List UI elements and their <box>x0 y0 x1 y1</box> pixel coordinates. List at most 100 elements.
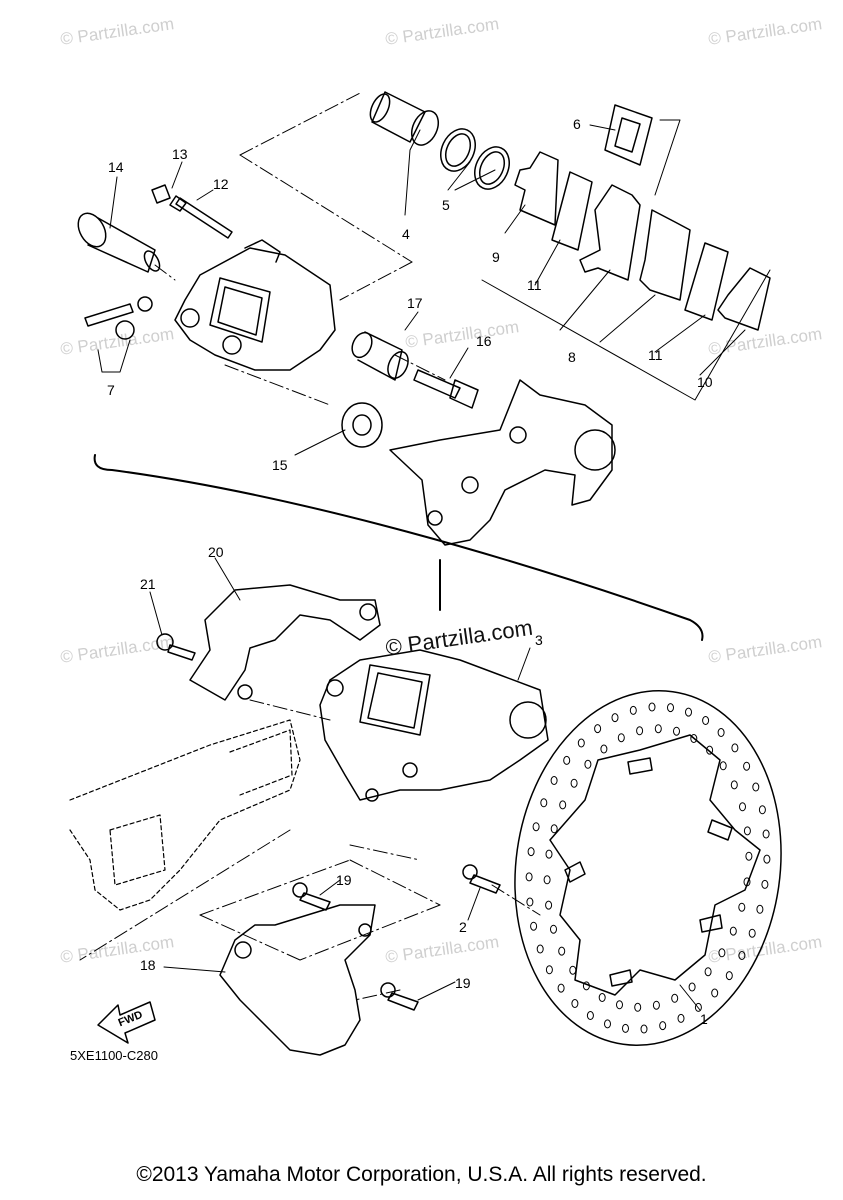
bleed-screw-part-7 <box>84 296 153 340</box>
piston-part-4 <box>369 91 440 146</box>
disc-hole <box>569 965 577 975</box>
disc-hole <box>652 1000 660 1010</box>
disc-hole <box>725 971 733 981</box>
disc-hole <box>550 924 557 934</box>
callout-2[interactable]: 2 <box>459 919 467 935</box>
callout-3[interactable]: 3 <box>535 632 543 648</box>
bolt-part-19-upper <box>292 882 331 911</box>
disc-hole <box>545 849 553 859</box>
disc-hole <box>550 824 558 834</box>
assembly-bracket <box>93 454 704 641</box>
disc-hole <box>584 759 592 769</box>
disc-hole <box>685 707 692 717</box>
disc-hole <box>677 1013 685 1023</box>
pin-part-12 <box>169 195 233 239</box>
callout-7[interactable]: 7 <box>107 382 115 398</box>
callout-18[interactable]: 18 <box>140 957 156 973</box>
disc-hole <box>545 900 553 910</box>
disc-hole <box>622 1023 629 1033</box>
disc-hole <box>743 761 751 771</box>
disc-hole <box>738 902 746 912</box>
guide-lines <box>79 91 541 1001</box>
callout-11b[interactable]: 11 <box>648 347 663 363</box>
bolt-part-19-lower <box>380 982 419 1011</box>
disc-hole <box>763 854 771 864</box>
disc-hole <box>634 1002 642 1012</box>
disc-hole <box>719 761 727 771</box>
callout-5[interactable]: 5 <box>442 197 450 213</box>
disc-hole <box>540 798 548 808</box>
bushing-part-17 <box>351 331 409 381</box>
callout-1[interactable]: 1 <box>700 1011 708 1027</box>
callout-16[interactable]: 16 <box>476 333 492 349</box>
disc-hole <box>717 728 725 737</box>
caliper-bracket-upper <box>389 379 616 546</box>
disc-hole <box>526 897 534 907</box>
callout-20[interactable]: 20 <box>208 544 224 560</box>
callout-15[interactable]: 15 <box>272 457 288 473</box>
disc-hole <box>586 1011 594 1020</box>
pad-spring-part-6 <box>604 104 653 166</box>
disc-hole <box>748 928 756 938</box>
callout-4[interactable]: 4 <box>402 226 410 242</box>
disc-hole <box>756 904 764 914</box>
disc-hole <box>730 780 738 790</box>
plug-part-13 <box>151 184 171 204</box>
disc-hole <box>536 944 544 954</box>
callout-9[interactable]: 9 <box>492 249 500 265</box>
disc-hole <box>758 805 766 815</box>
callout-6[interactable]: 6 <box>573 116 581 132</box>
disc-hole <box>550 776 558 785</box>
disc-hole <box>543 875 551 885</box>
disc-hole <box>718 948 726 958</box>
disc-hole <box>558 946 566 956</box>
swingarm-outline <box>69 719 301 911</box>
caliper-bracket-part-20 <box>189 584 381 701</box>
caliper-guard-part-18 <box>219 904 376 1056</box>
copyright-text: ©2013 Yamaha Motor Corporation, U.S.A. A… <box>136 1163 707 1186</box>
disc-hole <box>545 965 553 975</box>
disc-hole <box>654 724 662 734</box>
disc-hole <box>530 921 538 931</box>
disc-hole <box>527 847 535 857</box>
bolt-part-21 <box>156 633 196 661</box>
disc-hole <box>629 705 637 715</box>
disc-hole <box>594 724 602 734</box>
callout-21[interactable]: 21 <box>140 576 156 592</box>
caliper-body-upper <box>174 239 336 371</box>
disc-hole <box>671 993 679 1003</box>
pin-bolt-part-16 <box>413 369 479 409</box>
disc-hole <box>745 851 753 861</box>
callout-17[interactable]: 17 <box>407 295 423 311</box>
disc-hole <box>563 755 571 765</box>
disc-hole <box>731 743 739 753</box>
leader-lines <box>97 119 771 1011</box>
disc-hole <box>762 829 770 839</box>
disc-hole <box>636 726 644 736</box>
disc-hole <box>611 713 619 723</box>
bolt-part-2 <box>462 864 501 894</box>
disc-hole <box>571 999 579 1008</box>
disc-hole <box>557 983 565 993</box>
callout-13[interactable]: 13 <box>172 146 188 162</box>
callout-14[interactable]: 14 <box>108 159 124 175</box>
disc-hole <box>570 778 578 788</box>
caliper-assembly-part-3 <box>319 649 549 802</box>
disc-hole <box>598 993 606 1002</box>
disc-hole <box>688 982 696 992</box>
callout-11a[interactable]: 11 <box>527 277 542 293</box>
disc-hole <box>694 1002 702 1012</box>
callout-19a[interactable]: 19 <box>336 872 352 888</box>
disc-hole <box>577 738 585 748</box>
fwd-arrow-icon <box>97 1001 156 1044</box>
diagram-code: 5XE1100-C280 <box>70 1048 158 1063</box>
callout-10[interactable]: 10 <box>697 374 713 390</box>
disc-hole <box>706 745 714 755</box>
seal-part-5 <box>440 128 510 190</box>
callout-8[interactable]: 8 <box>568 349 576 365</box>
callout-19b[interactable]: 19 <box>455 975 471 991</box>
bushing-part-15 <box>341 402 383 448</box>
callout-12[interactable]: 12 <box>213 176 229 192</box>
disc-hole <box>711 988 719 998</box>
